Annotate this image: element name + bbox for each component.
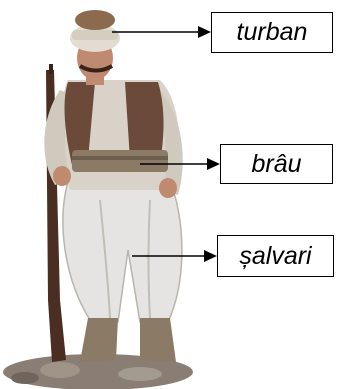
brau-sash — [72, 150, 168, 172]
label-turban: turban — [211, 12, 333, 53]
arrow-turban — [112, 26, 211, 38]
label-salvari-text: șalvari — [239, 241, 312, 270]
arrow-brau — [140, 158, 220, 170]
label-brau: brâu — [220, 144, 333, 184]
label-salvari: șalvari — [217, 235, 334, 277]
hands — [53, 166, 177, 198]
arrow-salvari — [132, 250, 217, 262]
label-turban-text: turban — [236, 18, 308, 46]
salvari-trousers — [62, 174, 183, 323]
boots — [80, 318, 176, 362]
label-brau-text: brâu — [251, 149, 302, 178]
vest — [64, 82, 164, 165]
turban — [70, 10, 120, 52]
ground-stones — [3, 354, 193, 389]
